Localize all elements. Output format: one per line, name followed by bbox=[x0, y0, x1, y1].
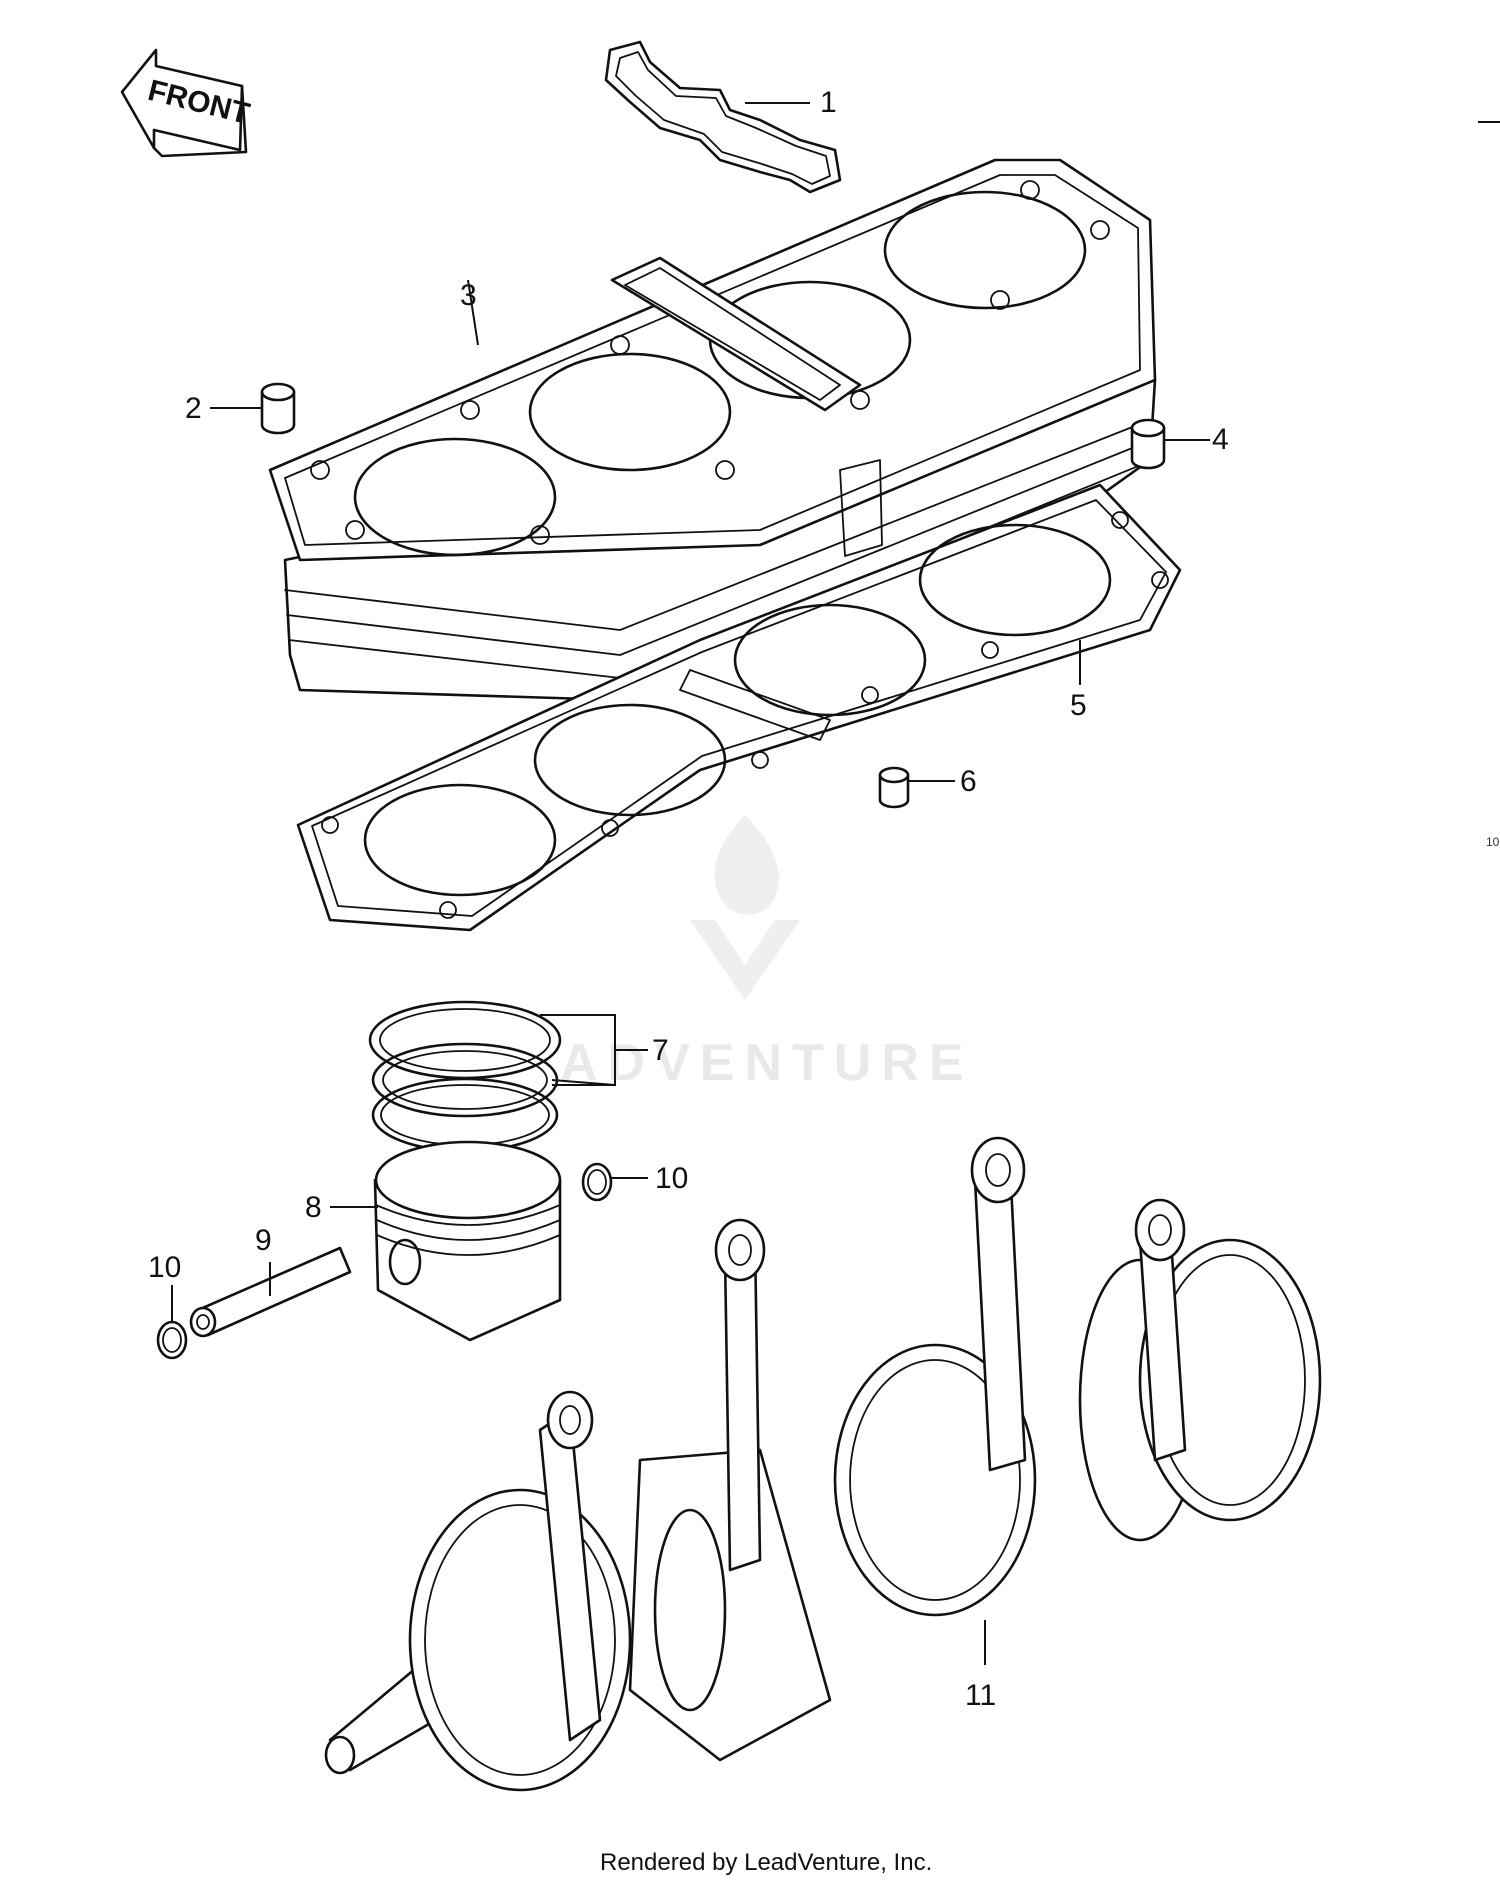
part-7-piston-rings bbox=[368, 1000, 562, 1153]
leadventure-watermark: ADVENTURE bbox=[560, 815, 974, 1092]
part-2-dowel bbox=[260, 382, 296, 435]
callout-9: 9 bbox=[255, 1224, 272, 1257]
part-9-piston-pin bbox=[189, 1246, 352, 1338]
part-8-piston bbox=[373, 1140, 562, 1342]
callout-10-right: 10 bbox=[655, 1162, 688, 1195]
callout-2: 2 bbox=[185, 392, 202, 425]
watermark-text: ADVENTURE bbox=[560, 1034, 974, 1092]
part-5-base-gasket bbox=[296, 483, 1182, 932]
callout-5: 5 bbox=[1070, 689, 1087, 722]
callouts: 1 2 3 4 5 6 7 8 9 10 10 11 bbox=[148, 86, 1229, 1712]
callout-10-left: 10 bbox=[148, 1251, 181, 1284]
part-6-dowel bbox=[878, 766, 910, 809]
callout-3: 3 bbox=[460, 279, 477, 312]
part-4-dowel bbox=[1130, 418, 1166, 470]
part-10-circlip-left bbox=[156, 1320, 188, 1360]
callout-1: 1 bbox=[820, 86, 837, 119]
callout-4: 4 bbox=[1212, 423, 1229, 456]
callout-6: 6 bbox=[960, 765, 977, 798]
part-3-cylinder-block bbox=[268, 158, 1157, 702]
part-10-circlip-right bbox=[581, 1162, 613, 1202]
callout-8: 8 bbox=[305, 1191, 322, 1224]
footer-credit: Rendered by LeadVenture, Inc. bbox=[600, 1849, 932, 1876]
part-1-gasket bbox=[604, 40, 842, 194]
callout-11: 11 bbox=[965, 1679, 996, 1712]
front-arrow-icon: FRONT bbox=[120, 48, 253, 158]
edge-stray-text: 10 bbox=[1486, 835, 1500, 849]
callout-7: 7 bbox=[652, 1034, 669, 1067]
part-11-crankshaft bbox=[324, 1136, 1322, 1792]
leader-lines bbox=[171, 102, 1210, 1665]
